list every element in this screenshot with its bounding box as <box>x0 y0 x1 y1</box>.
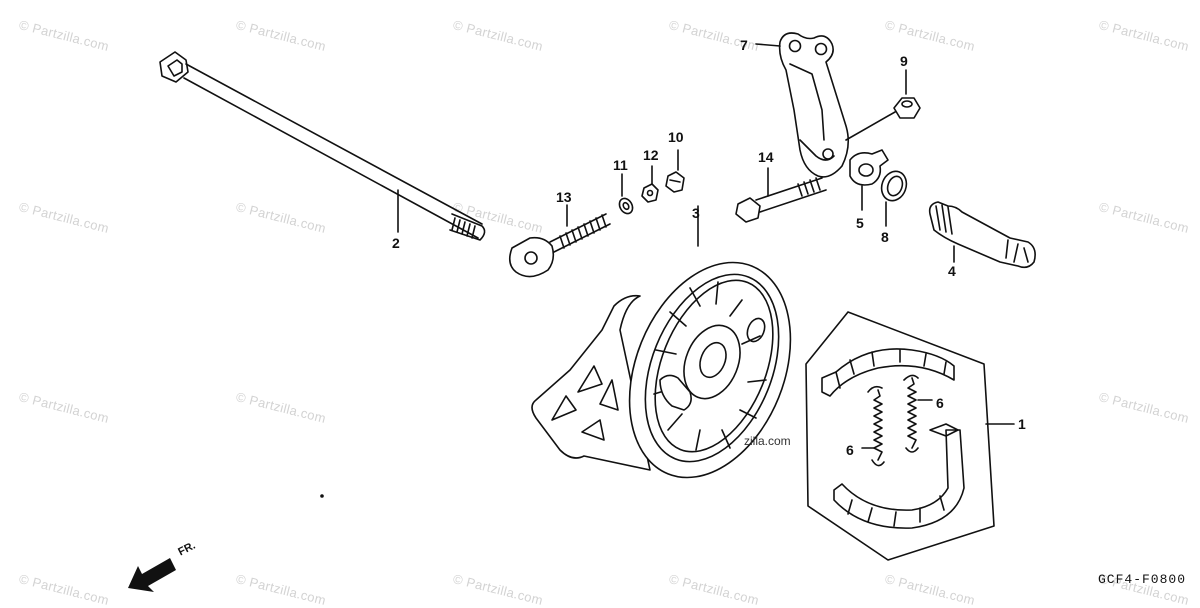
callout-10: 10 <box>668 129 684 145</box>
brake-arm <box>756 33 902 177</box>
hub-watermark: zilla.com <box>744 434 791 448</box>
diagram-code: GCF4-F0800 <box>1097 572 1186 587</box>
callout-7: 7 <box>740 37 748 53</box>
axle <box>160 52 485 240</box>
brake-cam <box>930 202 1035 267</box>
callout-3: 3 <box>692 205 700 221</box>
callout-8: 8 <box>881 229 889 245</box>
nut-10 <box>666 150 684 192</box>
callout-5: 5 <box>856 215 864 231</box>
brake-shoe-set <box>806 312 1014 560</box>
nut-9 <box>894 70 920 118</box>
callout-13: 13 <box>556 189 572 205</box>
callout-6-upper: 6 <box>936 395 944 411</box>
seal-ring <box>878 168 911 226</box>
callout-6-lower: 6 <box>846 442 854 458</box>
bolt-14 <box>736 168 826 222</box>
brake-panel <box>532 206 821 502</box>
callout-1: 1 <box>1018 416 1026 432</box>
callout-2: 2 <box>392 235 400 251</box>
callout-9: 9 <box>900 53 908 69</box>
wear-indicator <box>850 150 888 210</box>
callout-4: 4 <box>948 263 956 279</box>
nut-12 <box>642 166 658 202</box>
brake-rod-bolt <box>510 205 610 277</box>
callout-14: 14 <box>758 149 774 165</box>
front-direction-arrow <box>128 558 176 592</box>
callout-11: 11 <box>613 157 628 173</box>
washer-11 <box>617 174 635 216</box>
callout-12: 12 <box>643 147 659 163</box>
dot <box>321 495 323 497</box>
